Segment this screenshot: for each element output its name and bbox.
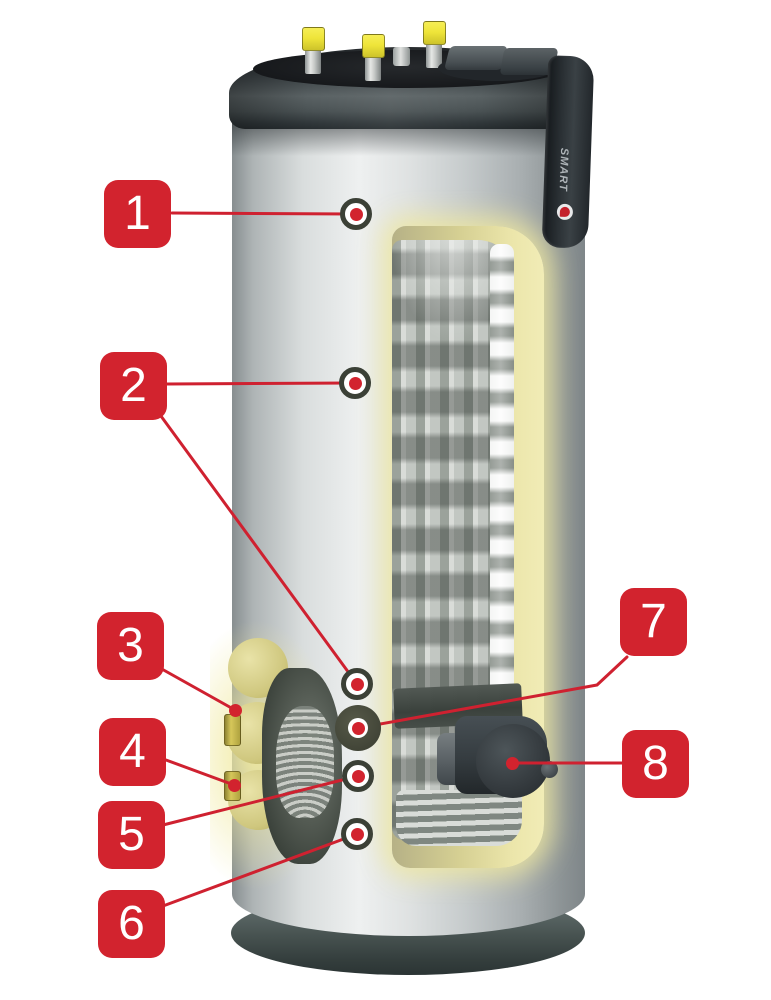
leader-line-5 <box>161 774 360 827</box>
line-end-dot-8 <box>506 757 519 770</box>
leader-line-2b <box>156 410 359 686</box>
top-pipe-3-cap <box>423 21 446 45</box>
top-pipe-2 <box>365 55 381 81</box>
port-marker-2b-icon <box>341 668 373 700</box>
left-spiral-coil <box>276 706 334 818</box>
leader-line-1 <box>170 211 354 216</box>
top-pipe-1 <box>305 48 321 74</box>
port-marker-1-icon <box>340 198 372 230</box>
line-end-dot-3 <box>229 704 242 717</box>
callout-label-5: 5 <box>98 801 165 869</box>
leader-lines <box>156 211 629 908</box>
port-marker-6-icon <box>341 818 373 850</box>
pump-nub <box>541 761 558 778</box>
callout-label-4: 4 <box>99 718 166 786</box>
callout-label-8: 8 <box>622 730 689 798</box>
callout-label-3: 3 <box>97 612 164 680</box>
callout-label-6: 6 <box>98 890 165 958</box>
callout-number-5: 5 <box>118 808 145 861</box>
cutaway-lower-coil <box>396 790 522 846</box>
leader-line-3 <box>158 666 237 712</box>
callout-label-7: 7 <box>620 588 687 656</box>
port-marker-2a-icon <box>339 367 371 399</box>
callout-number-6: 6 <box>118 897 145 950</box>
callout-label-2: 2 <box>100 352 167 420</box>
leader-line-2a <box>165 381 353 386</box>
top-pipe-3 <box>426 42 442 68</box>
leader-line-6 <box>161 832 359 908</box>
callout-number-8: 8 <box>642 737 669 790</box>
callout-label-1: 1 <box>104 180 171 248</box>
callout-number-2: 2 <box>120 359 147 412</box>
callout-number-3: 3 <box>117 619 144 672</box>
line-end-dot-4 <box>228 779 241 792</box>
callout-number-7: 7 <box>640 595 667 648</box>
sensor-pocket-marker-7-icon <box>335 705 381 751</box>
leader-line-4 <box>164 758 236 787</box>
top-pipe-stub <box>393 47 410 66</box>
leader-line-7 <box>356 655 629 730</box>
top-pipe-2-cap <box>362 34 385 58</box>
callout-number-1: 1 <box>124 187 151 240</box>
port-marker-5-icon <box>342 760 374 792</box>
callout-number-4: 4 <box>119 725 146 778</box>
top-pipe-1-cap <box>302 27 325 51</box>
